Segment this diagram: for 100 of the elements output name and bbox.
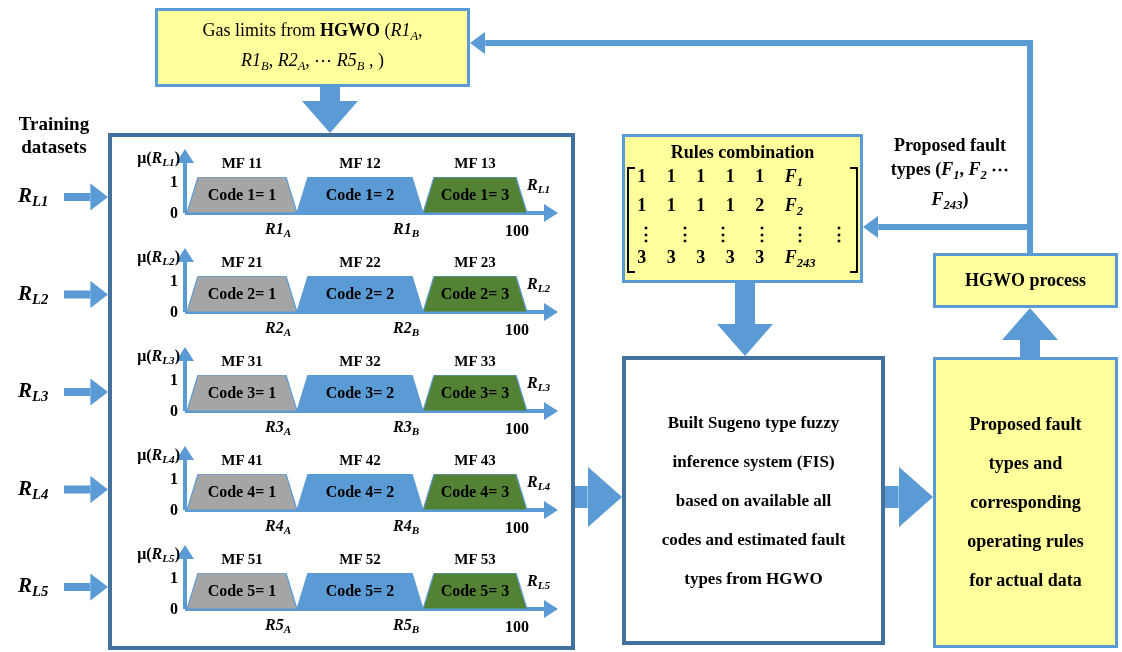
code-label: Code 5= 2 <box>325 582 395 600</box>
threshold-label: R4$_{B}$ <box>393 516 420 539</box>
code-label: Code 1= 3 <box>440 186 510 204</box>
code-label: Code 5= 3 <box>440 582 510 600</box>
matrix-row: ⋮ ⋮ ⋮ ⋮ ⋮ ⋮ <box>637 222 848 246</box>
mf-label: MF 22 <box>338 254 382 271</box>
input-variable-label: R$_{L4}$ <box>18 475 64 504</box>
threshold-label: R5$_{A}$ <box>265 615 292 638</box>
membership-trapezoid <box>297 474 423 510</box>
code-label: Code 4= 1 <box>207 483 277 501</box>
axis-label: μ(R$_{L1}$) <box>136 148 180 171</box>
input-variable-label: R$_{L3}$ <box>18 378 64 406</box>
tick-label: 1 <box>169 469 178 489</box>
box-text: HGWO process <box>964 270 1087 291</box>
threshold-label: R1$_{B}$ <box>393 219 420 242</box>
mf-label: MF 53 <box>453 551 497 568</box>
heading: Rules combination <box>670 142 815 164</box>
axis-label: R$_{L4}$ <box>527 472 551 495</box>
code-label: Code 1= 2 <box>325 186 395 204</box>
process-box <box>622 134 863 283</box>
tick-label: 100 <box>505 221 529 241</box>
tick-label: 1 <box>169 172 178 192</box>
code-label: Code 4= 3 <box>440 483 510 501</box>
axis-label: μ(R$_{L2}$) <box>136 247 180 270</box>
box-text: Gas limits from HGWO (R1$_{A}$, R1$_{B}$, R2$_{A}$, ⋯ R5$_{B}$ , ) <box>201 18 424 75</box>
mf-label: MF 11 <box>220 155 264 172</box>
axis-label: R$_{L1}$ <box>527 175 551 198</box>
input-variable-label: R$_{L5}$ <box>18 573 64 601</box>
mf-label: MF 23 <box>453 254 497 271</box>
membership-trapezoid <box>423 276 527 312</box>
process-box <box>933 357 1118 648</box>
input-variable-label: R$_{L1}$ <box>18 183 64 211</box>
membership-trapezoid <box>297 573 423 609</box>
membership-trapezoid <box>297 276 423 312</box>
mf-label: MF 52 <box>338 551 382 568</box>
code-label: Code 3= 2 <box>325 384 395 402</box>
mf-label: MF 21 <box>220 254 264 271</box>
mf-label: MF 31 <box>220 353 264 370</box>
mf-label: MF 43 <box>453 452 497 469</box>
matrix-row-text: 3 3 3 3 3 F$_{243}$ <box>637 245 817 272</box>
process-box <box>622 356 885 645</box>
axis-label: R$_{L2}$ <box>527 274 551 297</box>
input-variable-label: R$_{L2}$ <box>18 280 64 309</box>
arrow <box>302 87 358 133</box>
process-box <box>155 8 470 87</box>
tick-label: 1 <box>169 271 178 291</box>
threshold-label: R3$_{B}$ <box>393 417 420 440</box>
threshold-label: R2$_{A}$ <box>265 318 292 341</box>
membership-trapezoid <box>187 276 297 312</box>
membership-trapezoid <box>423 474 527 510</box>
axis-label: μ(R$_{L3}$) <box>136 346 180 369</box>
threshold-label: R4$_{A}$ <box>265 516 292 539</box>
mf-label: MF 13 <box>453 155 497 172</box>
box-text: Built Sugeno type fuzzy inference system (FIS) based on available all codes and estimated fault types from HGWO <box>660 412 847 590</box>
tick-label: 1 <box>169 568 178 588</box>
box-text: Proposed fault types and corresponding operating rules for actual data <box>966 413 1085 592</box>
tick-label: 1 <box>169 370 178 390</box>
arrow <box>863 215 1033 253</box>
membership-trapezoid <box>187 375 297 411</box>
tick-label: 100 <box>505 617 529 637</box>
membership-panel <box>108 133 575 650</box>
matrix-row-text: 1 1 1 1 2 F$_{2}$ <box>637 194 805 220</box>
tick-label: 100 <box>505 419 529 439</box>
membership-trapezoid <box>423 573 527 609</box>
code-label: Code 3= 1 <box>207 384 277 402</box>
mf-label: MF 12 <box>338 155 382 172</box>
membership-trapezoid <box>423 375 527 411</box>
membership-trapezoid <box>187 177 297 213</box>
tick-label: 0 <box>169 302 178 322</box>
tick-label: 0 <box>169 401 178 421</box>
tick-label: 0 <box>169 599 178 619</box>
threshold-label: R1$_{A}$ <box>265 219 292 242</box>
mf-label: MF 42 <box>338 452 382 469</box>
code-label: Code 2= 2 <box>325 285 395 303</box>
process-box <box>933 253 1118 308</box>
mf-label: MF 32 <box>338 353 382 370</box>
tick-label: 100 <box>505 518 529 538</box>
tick-label: 0 <box>169 500 178 520</box>
matrix-row-text: 1 1 1 1 1 F$_{1}$ <box>637 165 805 192</box>
membership-trapezoid <box>187 474 297 510</box>
axis-label: R$_{L3}$ <box>527 373 551 396</box>
arrow <box>717 283 773 356</box>
axis-label: μ(R$_{L5}$) <box>136 544 180 567</box>
mf-label: MF 41 <box>220 452 264 469</box>
threshold-label: R2$_{B}$ <box>393 318 420 341</box>
membership-trapezoid <box>297 375 423 411</box>
arrow <box>885 466 933 528</box>
membership-trapezoid <box>297 177 423 213</box>
code-label: Code 2= 3 <box>440 285 510 303</box>
arrow <box>575 466 622 528</box>
mf-label: MF 33 <box>453 353 497 370</box>
membership-trapezoid <box>423 177 527 213</box>
code-label: Code 2= 1 <box>207 285 277 303</box>
code-label: Code 3= 3 <box>440 384 510 402</box>
axis-label: R$_{L5}$ <box>527 571 551 594</box>
threshold-label: R5$_{B}$ <box>393 615 420 638</box>
side-title: Training datasets <box>17 112 91 158</box>
tick-label: 100 <box>505 320 529 340</box>
code-label: Code 1= 1 <box>207 186 277 204</box>
threshold-label: R3$_{A}$ <box>265 417 292 440</box>
